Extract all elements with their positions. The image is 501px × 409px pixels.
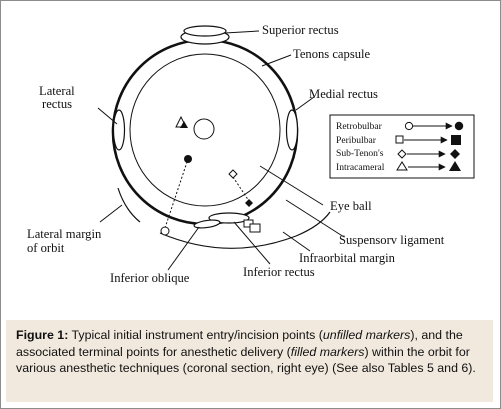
superior-rectus-muscle-upper bbox=[183, 25, 227, 37]
lateral-rectus-muscle bbox=[112, 109, 126, 151]
caption-text-3: ) within the orbit for various anestheti… bbox=[16, 344, 476, 376]
legend-intracameral-end bbox=[449, 161, 461, 171]
legend-retrobulbar-end bbox=[454, 121, 464, 131]
label-lateral-margin-line2: of orbit bbox=[27, 241, 65, 255]
legend-label-retrobulbar: Retrobulbar bbox=[336, 121, 383, 132]
leader-lateral-margin bbox=[99, 204, 123, 223]
label-lateral-margin-line1: Lateral margin bbox=[27, 227, 102, 241]
label-infraorbital-margin: Infraorbital margin bbox=[299, 251, 396, 265]
label-eye-ball: Eye ball bbox=[330, 199, 372, 213]
pupil bbox=[193, 118, 215, 140]
legend-peribulbar-end bbox=[451, 135, 461, 145]
label-suspensory-ligament: Suspensorv ligament bbox=[339, 233, 445, 247]
label-lateral-rectus-line1: Lateral bbox=[39, 84, 75, 98]
inferior-oblique-muscle bbox=[193, 219, 221, 229]
intracameral-end-marker bbox=[180, 121, 188, 128]
label-inferior-oblique: Inferior oblique bbox=[110, 271, 190, 285]
leader-medial-rectus bbox=[295, 96, 315, 111]
legend-label-intracameral: Intracameral bbox=[336, 162, 385, 173]
legend-subtenons-start bbox=[397, 149, 407, 159]
leader-suspensory-ligament bbox=[285, 199, 345, 238]
legend-peribulbar-start bbox=[395, 135, 404, 144]
caption-text-2: ), and the associated terminal points fo… bbox=[16, 328, 463, 359]
subtenon-end-marker bbox=[245, 199, 253, 207]
legend-label-subtenons: Sub-Tenon's bbox=[336, 148, 384, 159]
label-tenons-capsule: Tenons capsule bbox=[293, 47, 371, 61]
leader-inferior-oblique bbox=[167, 226, 200, 271]
leader-inferior-rectus bbox=[233, 221, 271, 265]
subtenon-entry-marker bbox=[228, 169, 238, 179]
legend-retrobulbar-start bbox=[404, 121, 414, 131]
retrobulbar-entry-marker bbox=[160, 226, 170, 236]
peribulbar-end-marker bbox=[249, 223, 261, 233]
label-inferior-rectus: Inferior rectus bbox=[243, 265, 315, 279]
eyeball bbox=[129, 53, 281, 207]
figure-label: Figure 1: bbox=[16, 328, 69, 342]
caption-box: Figure 1: Typical initial instrument ent… bbox=[6, 320, 493, 402]
retrobulbar-path bbox=[164, 161, 188, 229]
leader-lateral-rectus bbox=[97, 107, 118, 125]
eye-diagram: Superior rectus Tenons capsule Lateral r… bbox=[27, 23, 475, 285]
lateral-margin-of-orbit bbox=[117, 187, 141, 223]
label-medial-rectus: Medial rectus bbox=[309, 87, 378, 101]
caption-emphasis-1: unfilled markers bbox=[322, 328, 411, 342]
leader-eye-ball bbox=[259, 165, 324, 206]
tenons-capsule bbox=[111, 38, 299, 226]
retrobulbar-end-marker bbox=[184, 155, 192, 163]
label-lateral-rectus-line2: rectus bbox=[42, 97, 72, 111]
label-superior-rectus: Superior rectus bbox=[262, 23, 339, 37]
legend-intracameral-start bbox=[396, 161, 408, 171]
caption-text-1: Typical initial instrument entry/incisio… bbox=[68, 328, 323, 342]
leader-tenons-capsule bbox=[261, 54, 292, 67]
leader-infraorbital-margin bbox=[282, 231, 311, 252]
legend: Retrobulbar Peribulbar Sub-Tenon's Intra… bbox=[329, 114, 475, 179]
leader-superior-rectus bbox=[224, 30, 260, 34]
caption-emphasis-2: filled markers bbox=[290, 344, 365, 359]
legend-subtenons-end bbox=[450, 149, 460, 159]
subtenon-path bbox=[232, 176, 250, 202]
figure-caption: Figure 1: Typical initial instrument ent… bbox=[16, 327, 486, 377]
legend-label-peribulbar: Peribulbar bbox=[336, 135, 377, 146]
medial-rectus-muscle bbox=[285, 109, 299, 151]
